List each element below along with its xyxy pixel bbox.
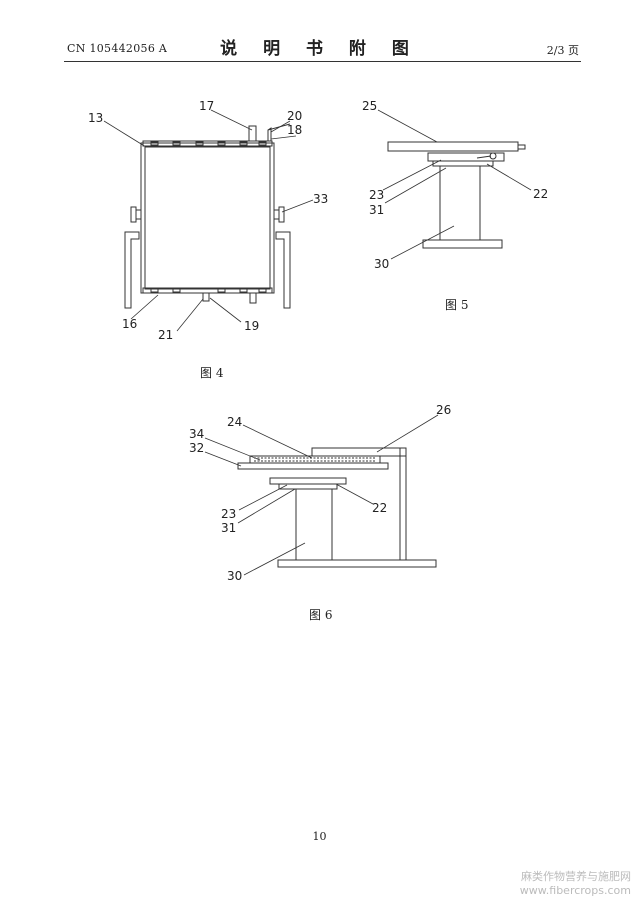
fig5-caption: 图 5 — [445, 298, 469, 312]
fig6-platform — [237, 462, 389, 470]
page-indicator: 2/3 页 — [546, 44, 579, 57]
figure-5-drawing — [387, 141, 526, 249]
fig5-label-30: 30 — [374, 257, 389, 271]
fig4-bottom-holes — [150, 288, 267, 293]
fig4-right-support — [275, 231, 291, 309]
figure-5-labels: 25 23 31 22 30 — [362, 99, 548, 271]
figure-6-labels: 24 26 34 32 23 31 22 30 — [189, 403, 451, 583]
fig6-lower-plate — [278, 483, 338, 490]
fig4-label-33: 33 — [313, 192, 328, 206]
fig4-label-21: 21 — [158, 328, 173, 342]
figure-4-drawing — [124, 123, 291, 309]
page-number: 10 — [312, 830, 327, 843]
fig4-label-19: 19 — [244, 319, 259, 333]
header-rule — [64, 61, 581, 62]
fig4-top-holes — [150, 141, 267, 146]
watermark: 麻类作物营养与施肥网 www.fibercrops.com — [520, 870, 631, 898]
fig5-label-22: 22 — [533, 187, 548, 201]
fig6-caption: 图 6 — [309, 608, 333, 622]
figure-5-leaders — [377, 109, 532, 260]
fig6-tray-mesh — [254, 457, 376, 462]
document-number: CN 105442056 A — [67, 42, 168, 55]
fig5-upper-plate — [427, 152, 505, 162]
fig4-left-support — [124, 231, 140, 309]
fig6-upper-plate — [269, 477, 347, 485]
watermark-line2: www.fibercrops.com — [519, 884, 631, 897]
fig5-lower-plate — [432, 160, 494, 167]
fig4-label-20: 20 — [287, 109, 302, 123]
section-title: 说 明 书 附 图 — [220, 39, 419, 59]
fig6-tray — [249, 455, 381, 464]
fig4-label-13: 13 — [88, 111, 103, 125]
fig6-label-22: 22 — [372, 501, 387, 515]
fig5-label-25: 25 — [362, 99, 377, 113]
fig4-label-17: 17 — [199, 99, 214, 113]
fig6-right-post — [399, 447, 407, 561]
fig6-label-26: 26 — [436, 403, 451, 417]
fig4-inlet-pipe — [248, 125, 257, 142]
fig4-drain-pipe — [249, 292, 257, 304]
fig4-label-16: 16 — [122, 317, 137, 331]
figure-6-leaders — [204, 414, 439, 576]
fig5-base — [422, 239, 503, 249]
figure-4-leaders — [103, 109, 314, 332]
fig4-top-fitting — [267, 123, 291, 141]
fig4-container — [140, 142, 275, 294]
fig5-beam-clip — [518, 144, 526, 150]
watermark-line1: 麻类作物营养与施肥网 — [521, 870, 631, 883]
fig6-base — [277, 559, 437, 568]
fig6-label-30: 30 — [227, 569, 242, 583]
figure-4-labels: 13 17 20 18 33 16 21 19 — [88, 99, 328, 342]
fig6-label-23: 23 — [221, 507, 236, 521]
fig4-right-bracket — [274, 206, 285, 223]
fig4-left-bracket — [130, 206, 141, 223]
figure-6-drawing — [237, 447, 437, 568]
fig5-hinge-arm — [476, 155, 492, 159]
fig4-top-plate — [142, 140, 273, 147]
fig4-bottom-outlet — [202, 292, 210, 302]
fig6-label-32: 32 — [189, 441, 204, 455]
fig6-label-34: 34 — [189, 427, 204, 441]
fig5-label-31: 31 — [369, 203, 384, 217]
fig6-top-arm — [311, 447, 407, 457]
fig4-label-18: 18 — [287, 123, 302, 137]
fig5-label-23: 23 — [369, 188, 384, 202]
fig4-caption: 图 4 — [200, 366, 224, 380]
fig4-inner-wall — [144, 146, 271, 290]
fig6-label-24: 24 — [227, 415, 242, 429]
fig6-label-31: 31 — [221, 521, 236, 535]
fig5-column — [439, 165, 481, 241]
fig5-top-beam — [387, 141, 519, 152]
fig6-column — [295, 488, 333, 561]
